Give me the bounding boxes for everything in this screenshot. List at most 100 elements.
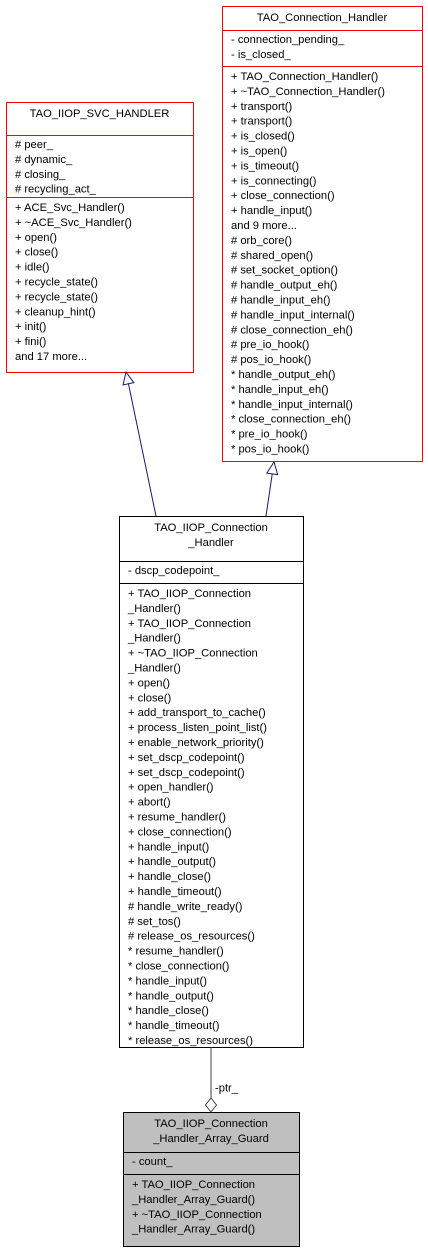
operation: * pre_io_hook() — [231, 429, 308, 441]
operation: and 17 more... — [15, 351, 87, 363]
operation: * handle_output() — [128, 990, 214, 1002]
operation: * handle_input_eh() — [231, 384, 329, 396]
operation: + is_open() — [231, 146, 288, 158]
operation: # orb_core() — [231, 235, 292, 247]
operation: * close_connection_eh() — [231, 414, 351, 426]
edge-label: -ptr_ — [215, 1083, 239, 1095]
composition-diamond — [204, 1097, 218, 1113]
operation: + is_closed() — [231, 131, 295, 143]
operation: + ~TAO_Connection_Handler() — [231, 86, 385, 98]
class-iiop-connection-handler[interactable]: TAO_IIOP_Connection _Handler - dscp_codepo… — [119, 516, 304, 1048]
operation: # handle_output_eh() — [231, 280, 338, 292]
operation: # shared_open() — [231, 250, 313, 262]
operation: + fini() — [15, 336, 47, 348]
operation: # handle_input_eh() — [231, 295, 331, 307]
inheritance-arrowhead — [265, 460, 279, 476]
operation: _Handler_Array_Guard() — [131, 1194, 255, 1206]
class-box — [119, 516, 304, 1048]
operation: + TAO_IIOP_Connection — [132, 1179, 255, 1191]
operation: * handle_input() — [128, 975, 207, 987]
attribute: - dscp_codepoint_ — [128, 565, 220, 577]
operation: + ~TAO_IIOP_Connection — [132, 1209, 262, 1221]
operation: # handle_write_ready() — [128, 901, 243, 913]
inheritance-arrowhead — [122, 370, 135, 386]
operation: _Handler() — [127, 663, 181, 675]
attribute: # recycling_act_ — [15, 184, 97, 196]
operation: + close_connection() — [231, 190, 335, 202]
operation: + handle_output() — [128, 856, 216, 868]
operation: + is_connecting() — [231, 175, 317, 187]
operation: + open() — [15, 232, 57, 244]
operation: + open() — [128, 677, 170, 689]
operation: _Handler_Array_Guard() — [131, 1224, 255, 1236]
operation: + transport() — [231, 101, 293, 113]
operation: # pre_io_hook() — [231, 339, 310, 351]
operation: # set_tos() — [128, 916, 181, 928]
operation: + handle_close() — [128, 871, 211, 883]
operation: + ~TAO_IIOP_Connection — [128, 648, 258, 660]
operation: + handle_input() — [231, 205, 312, 217]
class-name: TAO_IIOP_SVC_HANDLER — [30, 108, 170, 120]
operation: # handle_input_internal() — [231, 309, 355, 321]
operation: * close_connection() — [128, 961, 230, 973]
operation: + ~ACE_Svc_Handler() — [15, 217, 132, 229]
operation: # release_os_resources() — [128, 931, 255, 943]
operation: + recycle_state() — [15, 291, 98, 303]
operation: # pos_io_hook() — [231, 354, 312, 366]
operation: * handle_timeout() — [128, 1020, 220, 1032]
operation: + process_listen_point_list() — [128, 722, 267, 734]
operation: * handle_output_eh() — [231, 369, 336, 381]
operation: + add_transport_to_cache() — [128, 707, 266, 719]
operation: _Handler() — [127, 633, 181, 645]
class-name: TAO_Connection_Handler — [257, 12, 388, 24]
edge-composition: -ptr_ — [204, 1047, 239, 1113]
operation: + handle_input() — [128, 841, 209, 853]
class-array-guard[interactable]: TAO_IIOP_Connection_Handler_Array_Guard-… — [123, 1112, 300, 1247]
operation: * handle_input_internal() — [231, 399, 353, 411]
operation: and 9 more... — [231, 220, 297, 232]
operation: + ACE_Svc_Handler() — [15, 202, 125, 214]
operation: * handle_close() — [128, 1005, 209, 1017]
operation: + set_dscp_codepoint() — [128, 752, 245, 764]
operation: + init() — [15, 321, 47, 333]
attribute: # closing_ — [15, 169, 66, 181]
operation: # set_socket_option() — [231, 265, 338, 277]
class-connection-handler[interactable]: TAO_Connection_Handler - connection_pendi… — [222, 6, 423, 462]
class-name: TAO_IIOP_Connection — [154, 1118, 268, 1130]
edge-line — [127, 383, 157, 517]
operation: _Handler() — [127, 603, 181, 615]
class-name: _Handler_Array_Guard — [152, 1133, 269, 1145]
operation: + handle_timeout() — [128, 886, 222, 898]
operation: * pos_io_hook() — [231, 444, 310, 456]
operation: + idle() — [15, 262, 50, 274]
class-box — [6, 102, 194, 373]
operation: * release_os_resources() — [128, 1035, 253, 1047]
operation: + TAO_IIOP_Connection — [128, 588, 251, 600]
operation: + open_handler() — [128, 782, 214, 794]
attribute: - connection_pending_ — [231, 34, 345, 46]
edge-line — [265, 473, 273, 517]
class-name: TAO_IIOP_Connection — [154, 522, 268, 534]
operation: # close_connection_eh() — [231, 324, 353, 336]
operation: + set_dscp_codepoint() — [128, 767, 245, 779]
class-box — [123, 1112, 300, 1247]
operation: + cleanup_hint() — [15, 306, 96, 318]
attribute: # peer_ — [15, 139, 54, 151]
operation: + TAO_Connection_Handler() — [231, 71, 379, 83]
operation: + close() — [15, 247, 58, 259]
operation: + close() — [128, 692, 171, 704]
operation: * resume_handler() — [128, 946, 224, 958]
operation: + enable_network_priority() — [128, 737, 264, 749]
attribute: - is_closed_ — [231, 49, 291, 61]
class-name: _Handler — [187, 537, 234, 549]
operation: + close_connection() — [128, 826, 232, 838]
edge-inheritance — [265, 460, 279, 517]
operation: + transport() — [231, 116, 293, 128]
class-svc-handler[interactable]: TAO_IIOP_SVC_HANDLER # peer_ # dynamic_ # c… — [6, 102, 194, 373]
operation: + is_timeout() — [231, 160, 299, 172]
attribute: # dynamic_ — [15, 154, 73, 166]
operation: + abort() — [128, 797, 171, 809]
operation: + resume_handler() — [128, 812, 226, 824]
operation: + recycle_state() — [15, 277, 98, 289]
